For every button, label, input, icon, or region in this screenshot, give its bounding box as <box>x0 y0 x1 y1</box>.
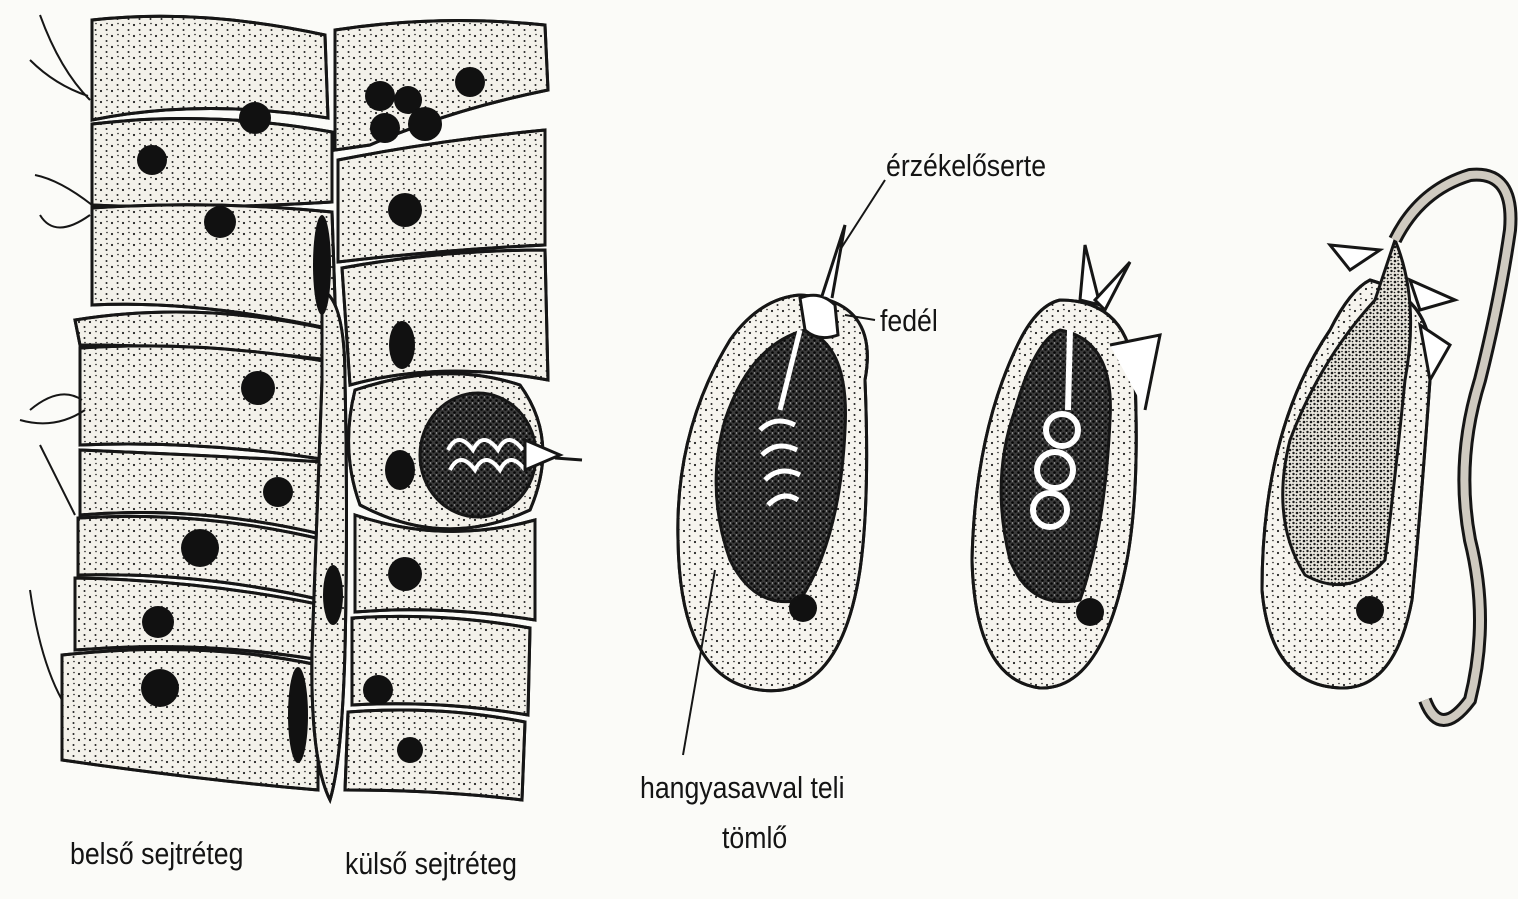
label-outer-layer: külső sejtréteg <box>345 848 517 879</box>
label-inner-layer: belső sejtréteg <box>70 838 243 869</box>
cnidocil-bristle <box>822 225 845 298</box>
lid-operculum <box>800 295 838 337</box>
label-capsule-line1: hangyasavval teli <box>640 772 845 803</box>
cnidocyte-resting <box>678 180 885 755</box>
label-capsule-line2: tömlő <box>722 822 787 853</box>
cnidocyte-discharging <box>972 245 1160 688</box>
label-lid: fedél <box>880 305 938 336</box>
cnidocyte-discharged <box>1262 175 1511 720</box>
tissue-nematocyst <box>420 393 582 517</box>
label-bristle: érzékelőserte <box>886 150 1046 181</box>
tissue-section <box>20 15 582 800</box>
